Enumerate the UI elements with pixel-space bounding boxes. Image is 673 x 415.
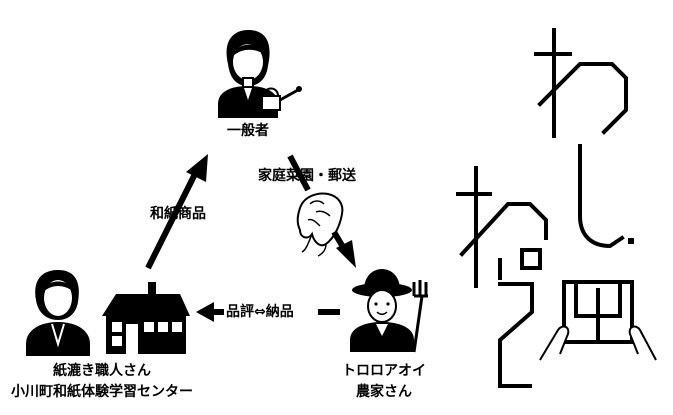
farmer-label-line1: トロロアオイ [342,363,426,379]
consumer-label: 一般者 [227,123,269,139]
consumer-person-icon [218,30,302,118]
hands-icon [539,325,657,361]
arrow-artisan-to-consumer [145,154,208,270]
edge-label-artisan-to-consumer: 和紙商品 [150,206,206,222]
workshop-house-icon [102,282,190,354]
arrow-consumer-to-farmer [287,154,356,268]
washinet-logo [456,28,634,388]
artisan-label-line2: 小川町和紙体験学習センター [11,384,193,400]
edge-label-consumer-to-farmer: 家庭菜園・郵送 [258,168,356,184]
artisan-label-line1: 紙漉き職人さん [53,363,151,379]
farmer-label-line2: 農家さん [356,384,412,400]
arrow-farmer-to-artisan [196,302,340,322]
tororoaoi-root-icon [296,192,344,257]
farmer-person-icon [350,269,428,353]
edge-label-farmer-to-artisan: 品評⇔納品 [226,304,294,320]
artisan-person-icon [26,270,90,356]
